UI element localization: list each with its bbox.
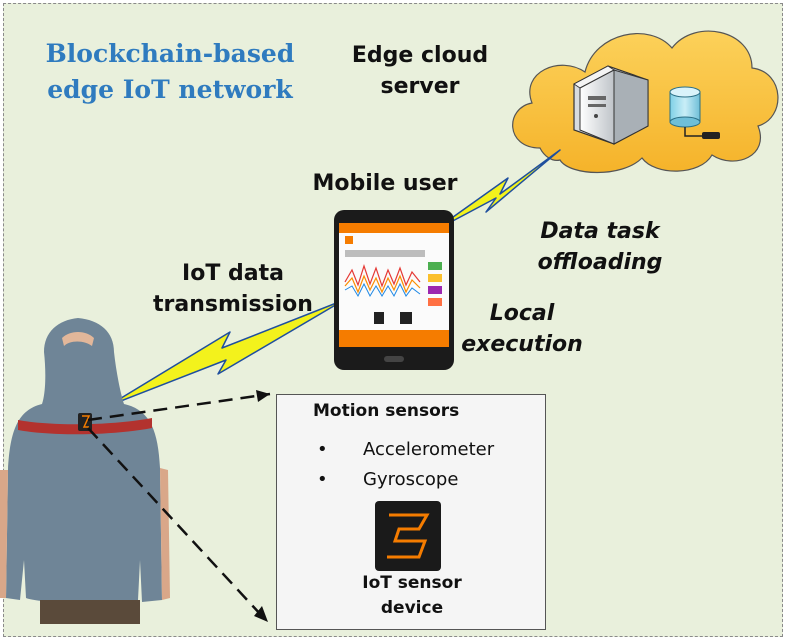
sensor-link-arrow-bottom — [87, 427, 268, 622]
local-execution-label: Local execution — [461, 301, 583, 357]
sensor-item-gyroscope: •Gyroscope — [317, 469, 459, 490]
motion-sensors-title: Motion sensors — [313, 401, 460, 421]
title-line-2: edge IoT network — [47, 75, 293, 104]
title-line-1: Blockchain-based — [45, 39, 295, 68]
iot-data-transmission-label: IoT data transmission — [153, 261, 313, 317]
smartphone-icon — [334, 210, 454, 370]
iot-sensor-device-icon — [375, 501, 441, 571]
database-icon — [669, 86, 720, 139]
mobile-user-label: Mobile user — [312, 171, 458, 196]
diagram-title: Blockchain-based edge IoT network — [20, 36, 320, 108]
bullet-icon: • — [317, 439, 328, 460]
data-task-offloading-label: Data task offloading — [537, 219, 663, 275]
edge-server-label: Edge cloud server — [351, 43, 489, 99]
lightning-bolt-uplink — [431, 149, 561, 233]
motion-sensors-box: Motion sensors •Accelerometer •Gyroscope… — [276, 394, 546, 630]
sensor-item-accelerometer: •Accelerometer — [317, 439, 495, 460]
bullet-icon: • — [317, 469, 328, 490]
person-with-sensor — [0, 318, 170, 624]
iot-sensor-device-caption: IoT sensor device — [362, 573, 462, 618]
sensor-link-arrow-top — [87, 390, 271, 422]
server-icon — [573, 65, 649, 145]
